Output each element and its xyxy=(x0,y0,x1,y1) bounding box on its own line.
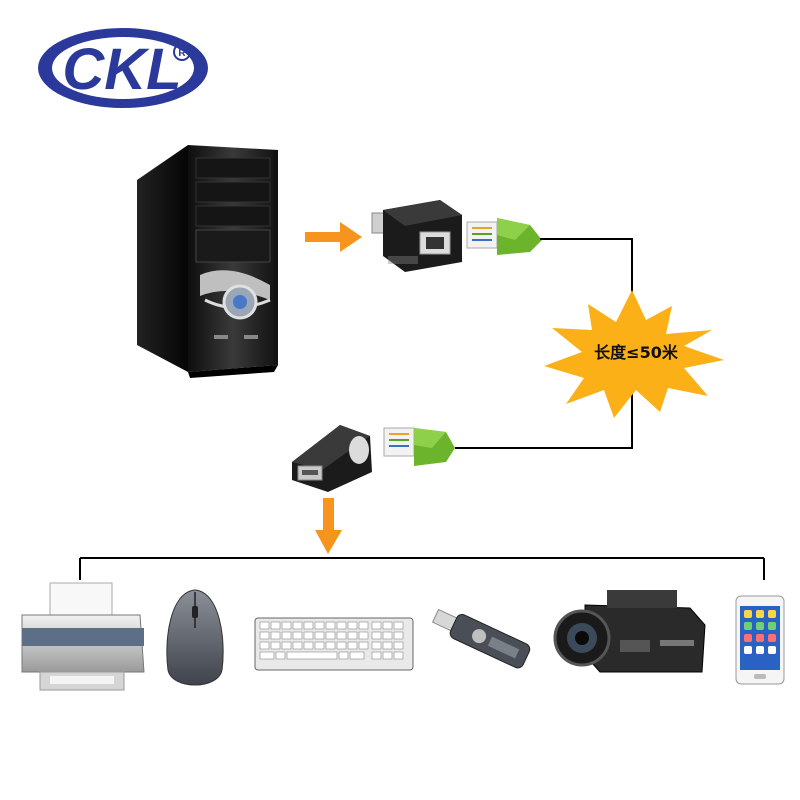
desktop-tower-icon xyxy=(137,145,278,378)
ckl-logo: CKL R xyxy=(38,28,208,108)
starburst-badge xyxy=(544,290,724,418)
usb-rj45-receiver-icon xyxy=(292,425,372,492)
right-arrow-icon xyxy=(305,222,362,252)
keyboard-icon xyxy=(254,617,414,671)
usb-hub-bus xyxy=(79,557,765,580)
registered-mark: R xyxy=(178,48,186,59)
printer-icon xyxy=(21,582,145,691)
rj45-plug-icon-2 xyxy=(383,427,455,466)
smartphone-icon xyxy=(735,595,785,685)
logo-text: CKL xyxy=(62,37,181,102)
cable-length-label: 长度≤50米 xyxy=(594,343,678,362)
rj45-plug-icon xyxy=(466,218,542,255)
usb-rj45-transmitter-icon xyxy=(371,200,462,272)
camcorder-icon xyxy=(553,590,706,673)
registered-mark-icon xyxy=(173,43,191,61)
down-arrow-icon xyxy=(315,498,342,554)
usb-flash-drive-icon xyxy=(431,608,531,669)
mouse-icon xyxy=(166,589,224,686)
